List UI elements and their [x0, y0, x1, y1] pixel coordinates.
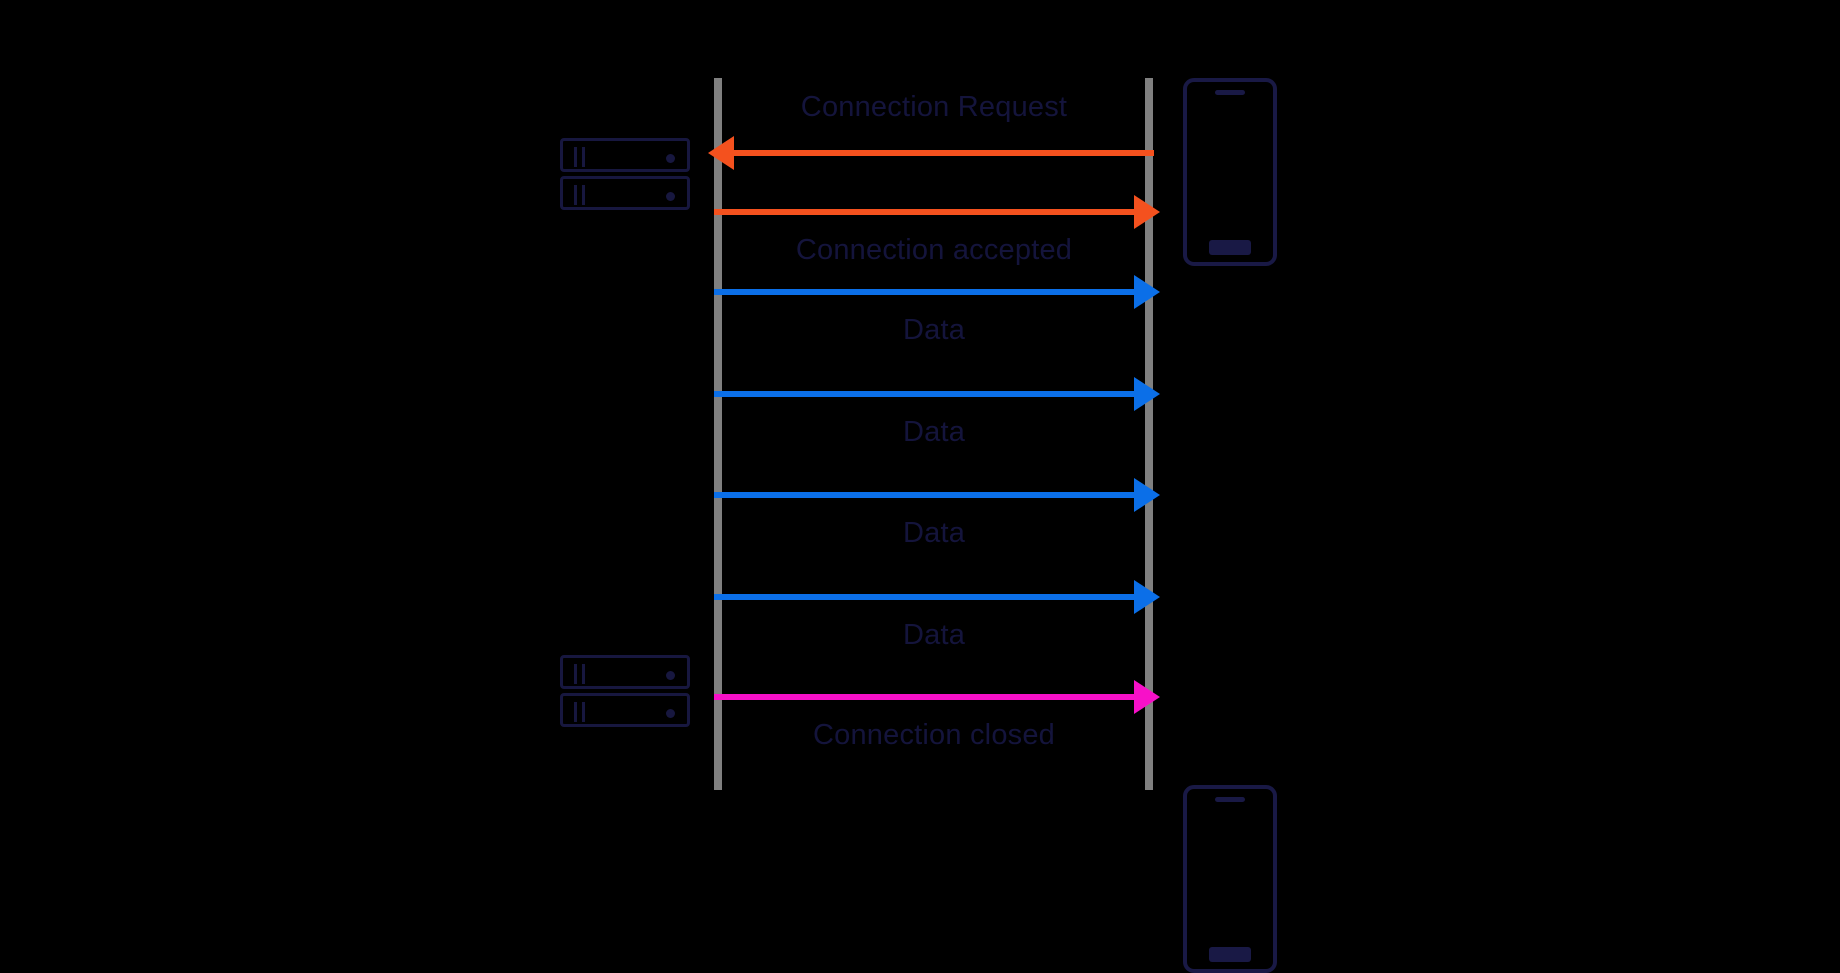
message-arrowhead-right-icon [1134, 680, 1160, 714]
sequence-diagram-canvas: Connection Request Connection accepted D… [560, 78, 1277, 973]
message-line [714, 289, 1154, 295]
server-unit [560, 693, 690, 727]
message-arrowhead-right-icon [1134, 478, 1160, 512]
message-line [714, 694, 1154, 700]
server-led-icon [666, 154, 675, 163]
message-line [714, 492, 1154, 498]
message-line [714, 391, 1154, 397]
message-arrowhead-right-icon [1134, 580, 1160, 614]
server-unit [560, 655, 690, 689]
message-line [714, 209, 1154, 215]
phone-speaker-icon [1215, 797, 1245, 802]
server-unit [560, 138, 690, 172]
server-unit [560, 176, 690, 210]
server-icon-bottom-left [560, 655, 690, 727]
message-arrowhead-right-icon [1134, 275, 1160, 309]
message-line [714, 150, 1154, 156]
message-label: Connection accepted [795, 234, 1073, 266]
message-label: Connection closed [813, 719, 1055, 751]
message-label: Data [902, 619, 966, 651]
server-icon-top-left [560, 138, 690, 210]
server-led-icon [666, 709, 675, 718]
mobile-phone-icon-top-right [1183, 78, 1277, 266]
message-arrowhead-right-icon [1134, 195, 1160, 229]
message-label: Data [902, 416, 966, 448]
phone-home-button-icon [1209, 240, 1251, 255]
message-arrowhead-right-icon [1134, 377, 1160, 411]
server-led-icon [666, 671, 675, 680]
message-line [714, 594, 1154, 600]
phone-speaker-icon [1215, 90, 1245, 95]
message-label: Data [902, 314, 966, 346]
message-arrowhead-left-icon [708, 136, 734, 170]
server-led-icon [666, 192, 675, 201]
message-label: Data [902, 517, 966, 549]
phone-home-button-icon [1209, 947, 1251, 962]
lifeline-right-participant [1145, 78, 1153, 790]
message-label: Connection Request [800, 91, 1068, 123]
lifeline-left-participant [714, 78, 722, 790]
mobile-phone-icon-bottom-right [1183, 785, 1277, 973]
